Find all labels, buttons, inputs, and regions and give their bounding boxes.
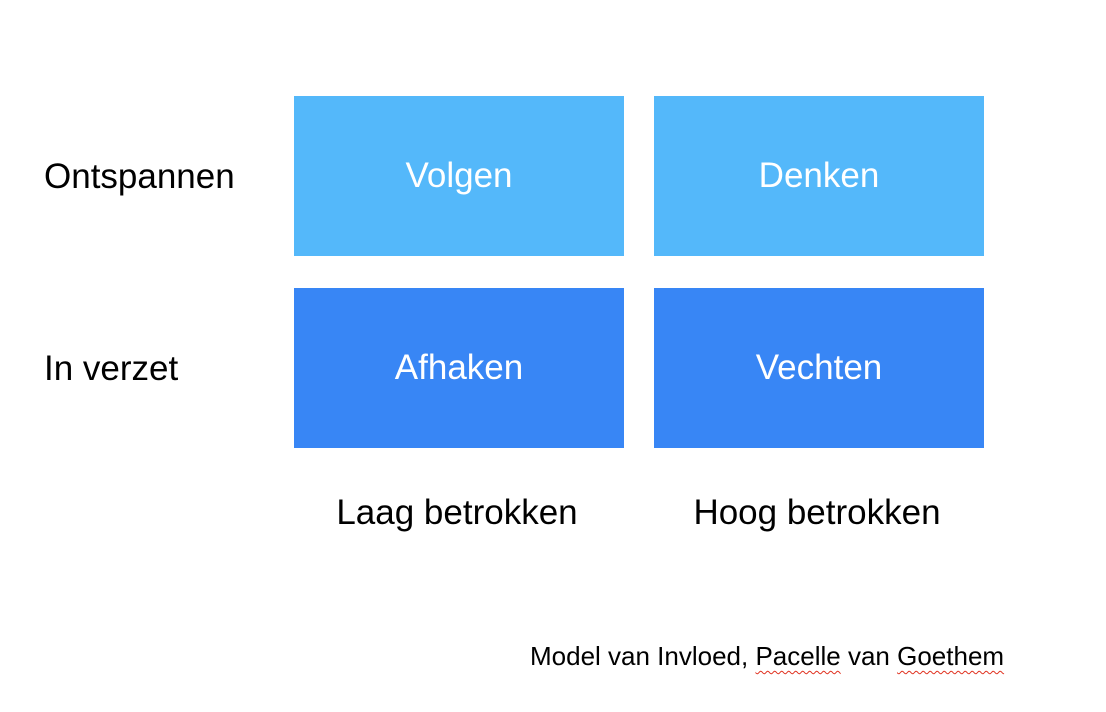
caption: Model van Invloed, Pacelle van Goethem [530, 640, 1004, 672]
column-label-hoog-betrokken: Hoog betrokken [693, 493, 941, 532]
column-label-laag-betrokken: Laag betrokken [336, 493, 578, 532]
cell-label: Denken [758, 156, 880, 195]
caption-text: van [840, 641, 898, 671]
cell-label: Afhaken [394, 348, 524, 387]
caption-author-first: Pacelle [755, 641, 841, 671]
cell-label: Volgen [405, 156, 513, 195]
caption-author-last: Goethem [897, 641, 1005, 671]
row-label-ontspannen: Ontspannen [44, 157, 235, 196]
cell-afhaken: Afhaken [294, 288, 624, 448]
caption-text: Model van Invloed, [530, 641, 756, 671]
cell-volgen: Volgen [294, 96, 624, 256]
cell-denken: Denken [654, 96, 984, 256]
cell-vechten: Vechten [654, 288, 984, 448]
row-label-in-verzet: In verzet [44, 349, 179, 388]
cell-label: Vechten [755, 348, 883, 387]
